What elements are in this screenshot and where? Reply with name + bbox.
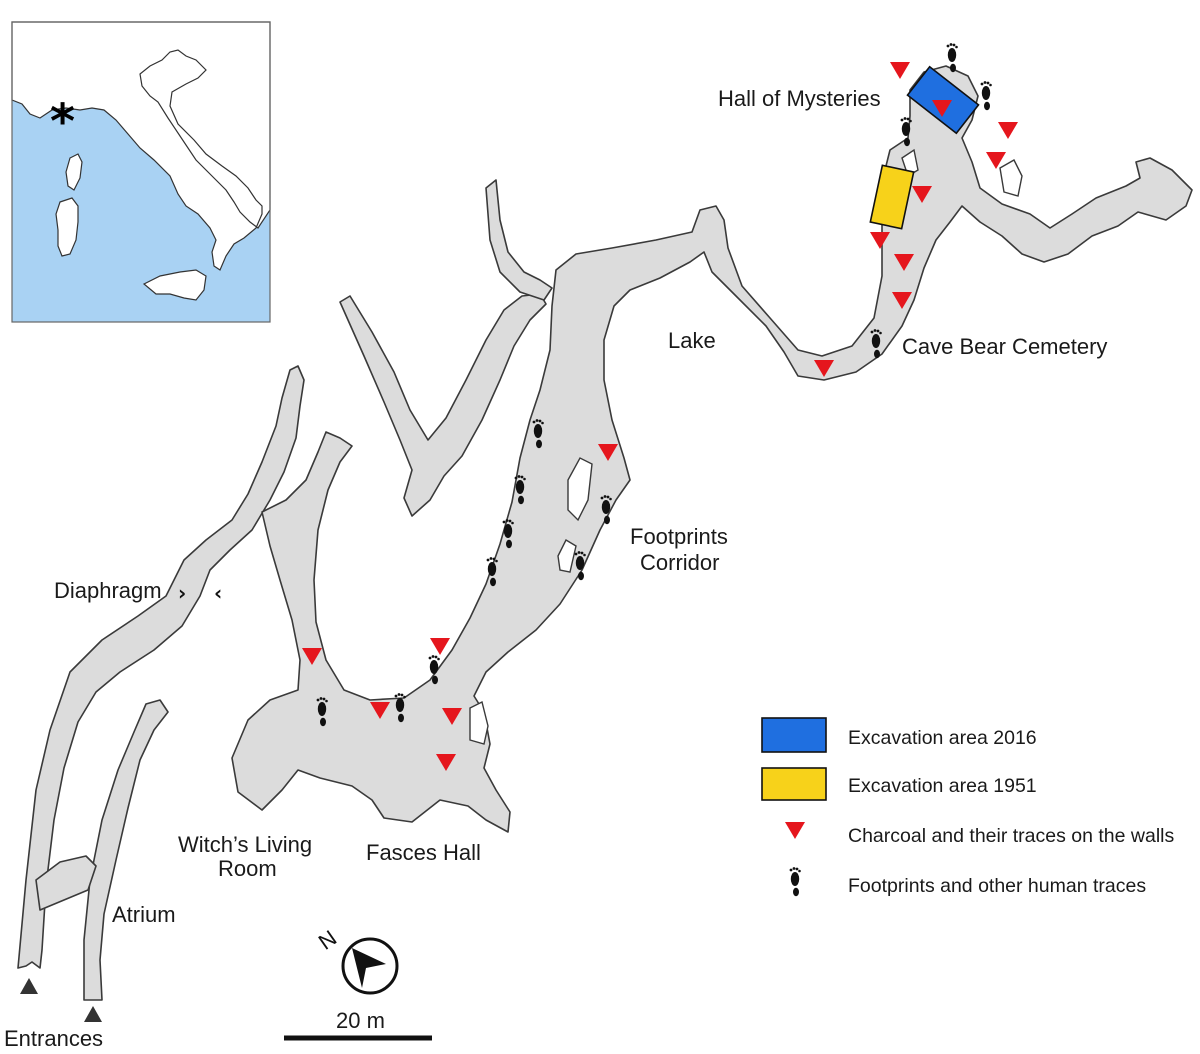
label-entrances: Entrances bbox=[4, 1026, 103, 1051]
label-footprints-corridor-line2: Corridor bbox=[640, 550, 719, 575]
rock-pillar bbox=[999, 159, 1023, 197]
footprint-markers bbox=[316, 43, 992, 727]
legend-label-1951: Excavation area 1951 bbox=[848, 775, 1037, 797]
label-footprints-corridor-line1: Footprints bbox=[630, 524, 728, 549]
rock-pillar bbox=[557, 539, 577, 573]
legend-label-footprints: Footprints and other human traces bbox=[848, 875, 1146, 897]
legend: Excavation area 2016 Excavation area 195… bbox=[761, 717, 1175, 897]
cave-passages bbox=[17, 65, 1193, 1001]
label-cave-bear-cemetery: Cave Bear Cemetery bbox=[902, 334, 1107, 359]
corsica-island bbox=[65, 153, 83, 191]
legend-label-2016: Excavation area 2016 bbox=[848, 727, 1037, 749]
passage-atrium-link bbox=[35, 855, 97, 911]
entrance-marker-icon bbox=[20, 978, 38, 994]
diaphragm-marker-right: ‹ bbox=[214, 581, 222, 605]
charcoal-icon bbox=[430, 638, 450, 655]
label-lake: Lake bbox=[668, 328, 716, 353]
passage-atrium bbox=[83, 699, 169, 1001]
legend-symbol-2016 bbox=[761, 717, 827, 753]
passage-north-branch bbox=[339, 293, 547, 517]
charcoal-icon bbox=[890, 62, 910, 79]
north-letter: N bbox=[314, 925, 341, 955]
sicily-island bbox=[142, 269, 207, 301]
passage-north-spur bbox=[485, 179, 553, 301]
charcoal-icon bbox=[998, 122, 1018, 139]
scale-label: 20 m bbox=[336, 1008, 385, 1033]
legend-footprint-icon bbox=[789, 867, 801, 897]
rock-pillar bbox=[469, 700, 489, 745]
north-arrow: N bbox=[314, 925, 399, 995]
label-witchs-living-room-line1: Witch’s Living bbox=[178, 832, 312, 857]
italy-landmass bbox=[11, 21, 271, 271]
legend-label-charcoal: Charcoal and their traces on the walls bbox=[848, 825, 1175, 847]
label-atrium: Atrium bbox=[112, 902, 176, 927]
compass-arrow-icon bbox=[352, 948, 386, 988]
label-diaphragm: Diaphragm bbox=[54, 578, 162, 603]
diaphragm-marker-left: › bbox=[178, 581, 186, 605]
italy-inset-map: * bbox=[11, 21, 271, 323]
passage-witchs-room bbox=[231, 65, 1193, 833]
label-hall-of-mysteries: Hall of Mysteries bbox=[718, 86, 881, 111]
inset-frame bbox=[11, 21, 271, 323]
passage-diaphragm bbox=[17, 365, 305, 969]
legend-symbol-1951 bbox=[761, 767, 827, 801]
sardinia-island bbox=[55, 197, 79, 257]
rock-pillar bbox=[567, 457, 593, 522]
legend-charcoal-icon bbox=[785, 822, 805, 839]
scale-bar: 20 m bbox=[284, 1008, 432, 1041]
label-fasces-hall: Fasces Hall bbox=[366, 840, 481, 865]
location-marker: * bbox=[50, 94, 75, 150]
excavation-area-1951 bbox=[869, 164, 915, 230]
entrance-marker-icon bbox=[84, 1006, 102, 1022]
footprint-icon bbox=[980, 81, 992, 111]
label-witchs-living-room-line2: Room bbox=[218, 856, 277, 881]
